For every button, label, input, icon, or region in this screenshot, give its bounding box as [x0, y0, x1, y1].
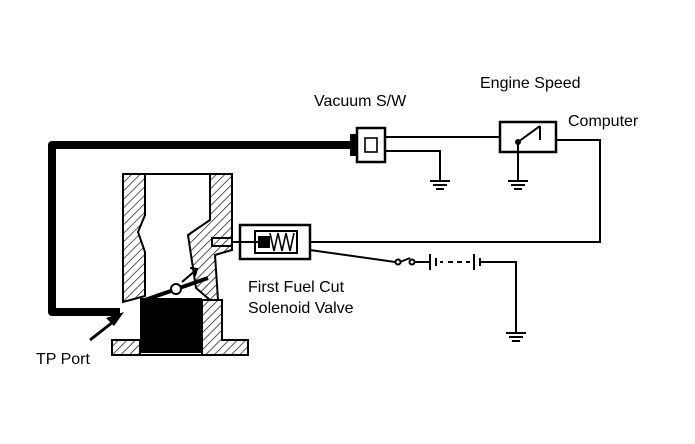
battery-symbol	[429, 254, 481, 270]
ground-symbol-battery	[506, 332, 526, 342]
solenoid-label-line1: First Fuel Cut	[248, 279, 345, 296]
ground-symbol-vsw	[430, 180, 450, 190]
computer-relay-switch	[515, 125, 541, 152]
throttle-body-left-wall	[122, 173, 146, 304]
engine-speed-computer-box	[498, 120, 558, 154]
tp-port-arrow-head-icon	[106, 312, 124, 326]
wire-vsw-to-ground	[393, 150, 441, 180]
wire-battery-to-ground	[480, 261, 517, 332]
throttle-base-flange	[111, 299, 249, 356]
ground-symbol-computer	[508, 180, 528, 190]
vacuum-switch-body	[355, 126, 387, 164]
wire-computer-to-solenoid	[310, 139, 601, 243]
solenoid-passage	[211, 237, 232, 247]
tp-port-label: TP Port	[36, 351, 91, 368]
computer-label: Computer	[568, 113, 639, 130]
vacuum-switch-cap	[350, 134, 358, 156]
ignition-switch	[394, 257, 416, 266]
vacuum-switch-contact	[364, 137, 378, 153]
vacuum-switch-label: Vacuum S/W	[314, 93, 407, 110]
valve-direction-arrow-icon	[181, 267, 199, 283]
engine-speed-label: Engine Speed	[480, 75, 581, 92]
throttle-shaft	[170, 283, 182, 295]
throttle-lower-body	[140, 298, 202, 353]
vacuum-hose	[48, 141, 358, 316]
solenoid-label-line2: Solenoid Valve	[248, 300, 354, 317]
solenoid-plunger	[258, 236, 270, 248]
wire-solenoid-to-switch	[309, 249, 396, 263]
solenoid-spring	[269, 232, 295, 252]
